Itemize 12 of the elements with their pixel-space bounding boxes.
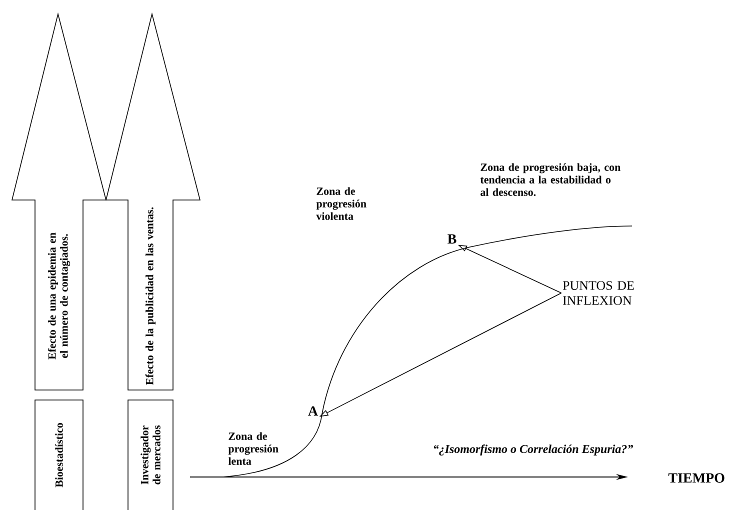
caption: “¿Isomorfismo o Correlación Espuria?” bbox=[434, 444, 633, 456]
zone-label: Zona de progresión violenta bbox=[316, 187, 366, 220]
role-box: Investigador de mercados bbox=[128, 400, 174, 510]
pointed-panel: Efecto de la publicidad en las ventas. bbox=[106, 12, 201, 390]
zone-label: Zona de progresión baja, con tendencia a la estabilidad o al descenso. bbox=[480, 163, 620, 196]
point-letter: A bbox=[308, 406, 318, 416]
axis-label: TIEMPO bbox=[668, 473, 724, 483]
role-box: Bioestadístico bbox=[34, 400, 84, 510]
point-letter: B bbox=[448, 234, 456, 244]
callout-text: PUNTOS DE INFLEXION bbox=[562, 281, 634, 305]
pointed-panel: Efecto de una epidemia en el número de contagiados. bbox=[12, 12, 107, 390]
zone-label: Zona de progresión lenta bbox=[228, 432, 278, 465]
